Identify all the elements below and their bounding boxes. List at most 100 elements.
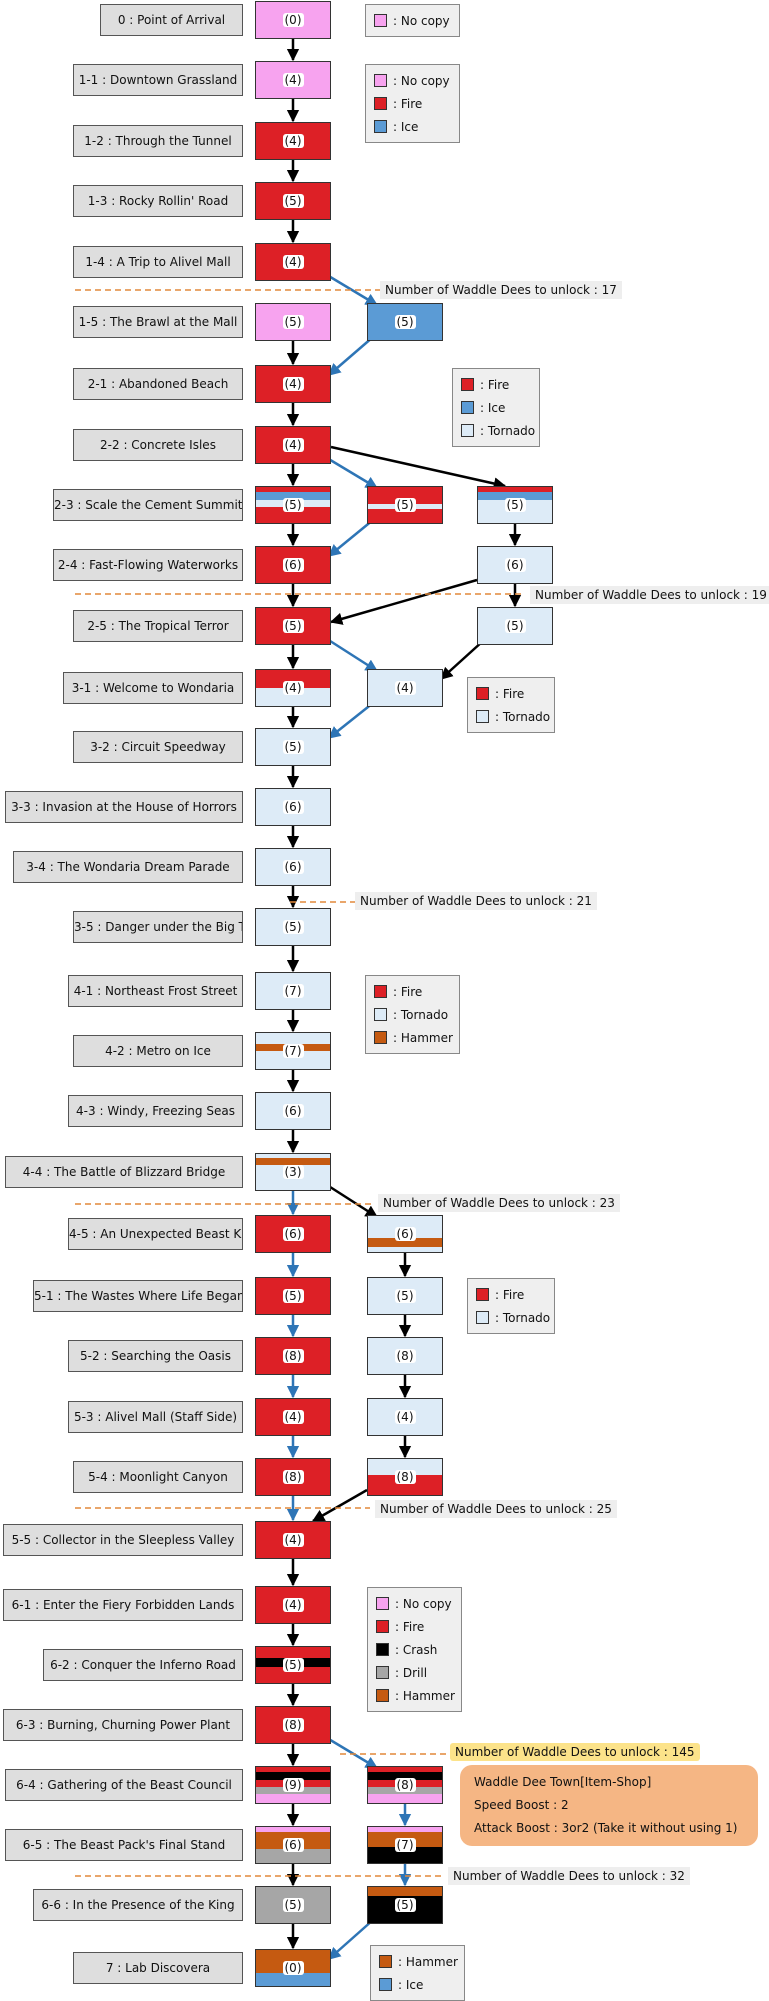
legend-label: : Hammer <box>393 1030 453 1045</box>
waddle-dee-count: (6) <box>282 1838 304 1852</box>
stage-box: (4) <box>255 243 331 281</box>
legend-entry: : Hammer <box>374 1026 453 1049</box>
legend-entry: : Ice <box>374 115 451 138</box>
legend-swatch <box>476 1311 489 1324</box>
waddle-dee-count: (4) <box>282 438 304 452</box>
waddle-dee-count: (8) <box>394 1778 416 1792</box>
waddle-dee-count: (5) <box>504 498 526 512</box>
stage-box: (5) <box>367 1886 443 1924</box>
unlock-requirement: Number of Waddle Dees to unlock : 32 <box>448 1867 690 1885</box>
legend-entry: : Tornado <box>476 705 550 728</box>
route-arrow <box>326 637 379 673</box>
route-arrow <box>326 273 379 307</box>
stage-box: (4) <box>255 122 331 160</box>
stage-box: (8) <box>255 1337 331 1375</box>
legend-label: : Ice <box>480 400 506 415</box>
legend-swatch <box>374 97 387 110</box>
legend-label: : Tornado <box>495 709 551 724</box>
legend-label: : Fire <box>393 96 423 111</box>
stage-box: (5) <box>255 1646 331 1684</box>
color-stripe <box>256 688 330 706</box>
route-arrow <box>326 456 379 490</box>
legend-entry: : Hammer <box>376 1684 455 1707</box>
legend-label: : No copy <box>393 73 450 88</box>
legend-label: : Ice <box>398 1977 424 1992</box>
stage-label: 3-2 : Circuit Speedway <box>73 731 243 763</box>
color-legend: : No copy: Fire: Crash: Drill: Hammer <box>367 1587 462 1712</box>
waddle-dee-count: (6) <box>282 1227 304 1241</box>
stage-box: (4) <box>255 669 331 707</box>
route-arrow <box>328 336 374 376</box>
stage-box: (7) <box>367 1826 443 1864</box>
legend-entry: : Fire <box>476 1283 546 1306</box>
stage-box: (6) <box>255 546 331 584</box>
legend-swatch <box>374 74 387 87</box>
legend-label: : Fire <box>395 1619 425 1634</box>
stage-box: (7) <box>255 972 331 1010</box>
legend-entry: : Hammer <box>379 1950 458 1973</box>
legend-label: : Hammer <box>395 1688 455 1703</box>
stage-box: (5) <box>255 1886 331 1924</box>
route-arrow <box>440 640 484 680</box>
stage-box: (4) <box>255 1521 331 1559</box>
stage-box: (4) <box>255 61 331 99</box>
route-arrow <box>329 578 478 625</box>
stage-label: 3-4 : The Wondaria Dream Parade <box>13 851 243 883</box>
color-legend: : No copy : Fire : Ice <box>365 64 460 143</box>
waddle-dee-count: (5) <box>282 1289 304 1303</box>
waddle-dee-count: (7) <box>282 1044 304 1058</box>
waddle-dee-count: (4) <box>282 1533 304 1547</box>
stage-label: 1-3 : Rocky Rollin' Road <box>73 185 243 217</box>
stage-box: (6) <box>255 1092 331 1130</box>
legend-entry: : Fire <box>374 980 451 1003</box>
stage-box: (6) <box>255 1215 331 1253</box>
waddle-dee-count: (5) <box>282 1898 304 1912</box>
legend-entry: : No copy <box>374 69 451 92</box>
stage-box: (5) <box>255 607 331 645</box>
stage-label: 5-4 : Moonlight Canyon <box>73 1461 243 1493</box>
waddle-dee-count: (4) <box>282 377 304 391</box>
stage-label: 1-2 : Through the Tunnel <box>73 125 243 157</box>
stage-box: (5) <box>367 1277 443 1315</box>
item-shop-callout: Waddle Dee Town[Item-Shop]Speed Boost : … <box>460 1765 758 1846</box>
stage-box: (8) <box>367 1337 443 1375</box>
color-legend: : Fire: Tornado: Hammer <box>365 975 460 1054</box>
stage-box: (6) <box>255 848 331 886</box>
unlock-requirement: Number of Waddle Dees to unlock : 145 <box>450 1743 700 1761</box>
color-stripe <box>368 1238 442 1247</box>
waddle-dee-count: (4) <box>282 1410 304 1424</box>
route-arrow <box>328 519 374 557</box>
waddle-dee-count: (6) <box>282 860 304 874</box>
stage-label: 2-2 : Concrete Isles <box>73 429 243 461</box>
color-legend: : No copy <box>365 4 460 37</box>
waddle-dee-count: (5) <box>394 1898 416 1912</box>
unlock-requirement: Number of Waddle Dees to unlock : 19 <box>530 586 769 604</box>
legend-entry: : Fire <box>376 1615 453 1638</box>
waddle-dee-count: (0) <box>282 13 304 27</box>
waddle-dee-count: (7) <box>394 1838 416 1852</box>
waddle-dee-count: (4) <box>282 134 304 148</box>
stage-box: (4) <box>367 669 443 707</box>
unlock-requirement: Number of Waddle Dees to unlock : 21 <box>355 892 597 910</box>
route-arrow <box>328 702 374 739</box>
stage-box: (7) <box>255 1032 331 1070</box>
stage-label: 5-5 : Collector in the Sleepless Valley <box>3 1524 243 1556</box>
stage-box: (4) <box>255 1586 331 1624</box>
waddle-dee-count: (8) <box>394 1349 416 1363</box>
stage-box: (5) <box>255 1277 331 1315</box>
stage-box: (3) <box>255 1153 331 1191</box>
waddle-dee-count: (9) <box>282 1778 304 1792</box>
stage-box: (0) <box>255 1 331 39</box>
stage-box: (8) <box>367 1458 443 1496</box>
legend-entry: : No copy <box>376 1592 453 1615</box>
waddle-dee-count: (5) <box>282 315 304 329</box>
legend-swatch <box>374 120 387 133</box>
waddle-dee-count: (5) <box>282 498 304 512</box>
waddle-dee-count: (4) <box>282 1598 304 1612</box>
color-stripe <box>368 1772 442 1780</box>
route-arrow <box>330 445 507 490</box>
stage-label: 6-5 : The Beast Pack's Final Stand <box>5 1829 243 1861</box>
stage-label: 6-1 : Enter the Fiery Forbidden Lands <box>3 1589 243 1621</box>
legend-swatch <box>379 1978 392 1991</box>
legend-swatch <box>476 1288 489 1301</box>
